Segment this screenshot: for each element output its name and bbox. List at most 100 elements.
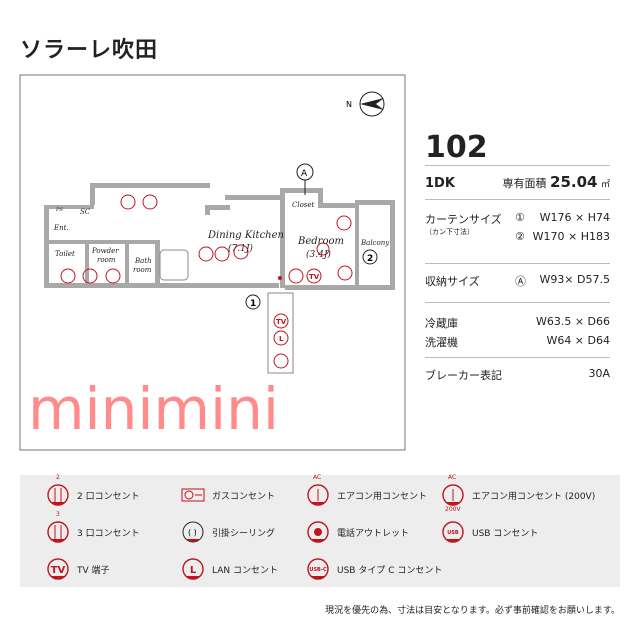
curtain-mark-2: ② — [515, 230, 525, 243]
legend-item: 2 2 口コンセント — [45, 474, 140, 507]
marker-2: 2 — [367, 254, 373, 264]
plan-frame — [19, 74, 406, 451]
legend-item: ガスコンセント — [180, 483, 275, 507]
washer-row: 洗濯機 W64 × D64 — [425, 334, 610, 350]
storage-mark: Ⓐ — [515, 275, 526, 288]
room-toilet: Toilet — [55, 250, 75, 258]
legend-icon-top-label: 2 — [56, 474, 60, 481]
area-row: 1DK 専有面積 25.04 ㎡ — [425, 173, 610, 191]
breaker-label: ブレーカー表記 — [425, 369, 502, 382]
svg-text:L: L — [190, 565, 197, 576]
usb-c-outlet-icon: USB-C — [307, 558, 329, 580]
legend-label: USB タイプ C コンセント — [337, 565, 443, 576]
disclaimer-note: 現況を優先の為、寸法は目安となります。必ず事前確認をお願いします。 — [325, 606, 620, 616]
marker-a: A — [301, 169, 308, 179]
lan-outlet-icon: L — [182, 558, 204, 580]
legend: 2 2 口コンセント ガスコンセント AC エアコン用コンセント AC 200V エアコン用コ… — [20, 474, 620, 587]
legend-icon-bottom-label: 200V — [445, 506, 461, 513]
legend-icon-top-label: AC — [313, 474, 322, 481]
room-bath: Bath — [134, 257, 152, 265]
divider — [425, 165, 610, 166]
area-value: 25.04 — [550, 173, 598, 191]
legend-label: TV 端子 — [77, 565, 110, 576]
legend-icon-top-label: 3 — [56, 511, 60, 518]
room-bath-2: room — [133, 266, 152, 274]
marker-1: 1 — [250, 299, 256, 309]
fridge-size: W63.5 × D66 — [535, 315, 610, 328]
compass-icon: N — [346, 91, 385, 117]
ac-outlet-200v-icon — [442, 484, 464, 506]
bathtub — [159, 249, 189, 281]
watermark: minimini — [28, 375, 279, 443]
legend-item: ( ) 引掛シーリング — [180, 520, 275, 544]
fridge-label: 冷蔵庫 — [425, 317, 458, 330]
legend-label: 2 口コンセント — [77, 491, 140, 502]
legend-icon-top-label: AC — [448, 474, 457, 481]
legend-label: ガスコンセント — [212, 491, 276, 502]
legend-label: 引掛シーリング — [212, 528, 276, 539]
ac-outlet-icon — [307, 484, 329, 506]
storage-label: 収納サイズ — [425, 275, 480, 288]
svg-text:TV: TV — [51, 565, 66, 576]
legend-label: USB コンセント — [472, 528, 539, 539]
curtain-sub: （カン下寸法） — [425, 228, 474, 236]
walls — [44, 183, 395, 290]
tv-marker-bedroom: TV — [309, 273, 320, 281]
breaker-value: 30A — [588, 367, 610, 380]
legend-item: TV TV 端子 — [45, 557, 110, 581]
divider — [425, 302, 610, 303]
washer-size: W64 × D64 — [546, 334, 610, 347]
tv-terminal-icon: TV — [47, 558, 69, 580]
ceiling-hook-icon: ( ) — [182, 521, 204, 543]
tv-marker-panel: TV — [276, 318, 287, 326]
room-balcony: Balcony — [360, 239, 390, 247]
fridge-row: 冷蔵庫 W63.5 × D66 — [425, 315, 610, 331]
gas-outlet-icon — [181, 488, 205, 502]
layout-type: 1DK — [425, 176, 455, 191]
lan-marker: L — [279, 335, 284, 343]
legend-item: 3 3 口コンセント — [45, 511, 140, 544]
tv-lan-wall-panel — [267, 292, 294, 374]
room-entrance: Ent. — [53, 224, 69, 232]
legend-item: L LAN コンセント — [180, 557, 278, 581]
room-sc: SC — [80, 208, 91, 216]
legend-item: USB USB コンセント — [440, 520, 538, 544]
outlet-3-icon — [47, 521, 69, 543]
legend-item: USB-C USB タイプ C コンセント — [305, 557, 442, 581]
legend-item: AC 200V エアコン用コンセント (200V) — [440, 474, 596, 513]
legend-label: LAN コンセント — [212, 565, 278, 576]
room-bedroom: Bedroom — [297, 236, 344, 247]
room-dk: Dining Kitchen — [207, 230, 284, 241]
room-dk-size: (7.1J) — [228, 243, 253, 254]
legend-label: 3 口コンセント — [77, 528, 140, 539]
curtain-label: カーテンサイズ — [425, 213, 502, 226]
property-title: ソラーレ吹田 — [20, 38, 159, 63]
outlet-markers — [60, 194, 353, 369]
washer-label: 洗濯機 — [425, 336, 458, 349]
svg-text:( ): ( ) — [188, 528, 197, 537]
room-closet: Closet — [292, 201, 315, 209]
room-powder: Powder — [91, 247, 119, 255]
divider — [425, 199, 610, 200]
svg-text:N: N — [346, 100, 352, 109]
room-powder-2: room — [97, 256, 116, 264]
divider — [425, 357, 610, 358]
curtain-size-1: W176 × H74 — [539, 211, 610, 224]
legend-item: 電話アウトレット — [305, 520, 409, 544]
room-ps: PS — [55, 207, 63, 213]
svg-text:USB: USB — [447, 530, 459, 536]
divider — [425, 263, 610, 264]
legend-label: エアコン用コンセント (200V) — [472, 491, 596, 502]
usb-outlet-icon: USB — [442, 521, 464, 543]
phone-outlet-icon — [307, 521, 329, 543]
phone-outlet-icon — [278, 276, 282, 280]
legend-item: AC エアコン用コンセント — [305, 474, 428, 507]
storage-size: W93× D57.5 — [539, 273, 610, 286]
svg-text:USB-C: USB-C — [309, 567, 327, 573]
legend-label: エアコン用コンセント — [337, 491, 428, 502]
area-unit: ㎡ — [600, 180, 610, 190]
breaker-row: ブレーカー表記 30A — [425, 367, 610, 383]
room-bedroom-size: (3.4J) — [306, 249, 331, 260]
